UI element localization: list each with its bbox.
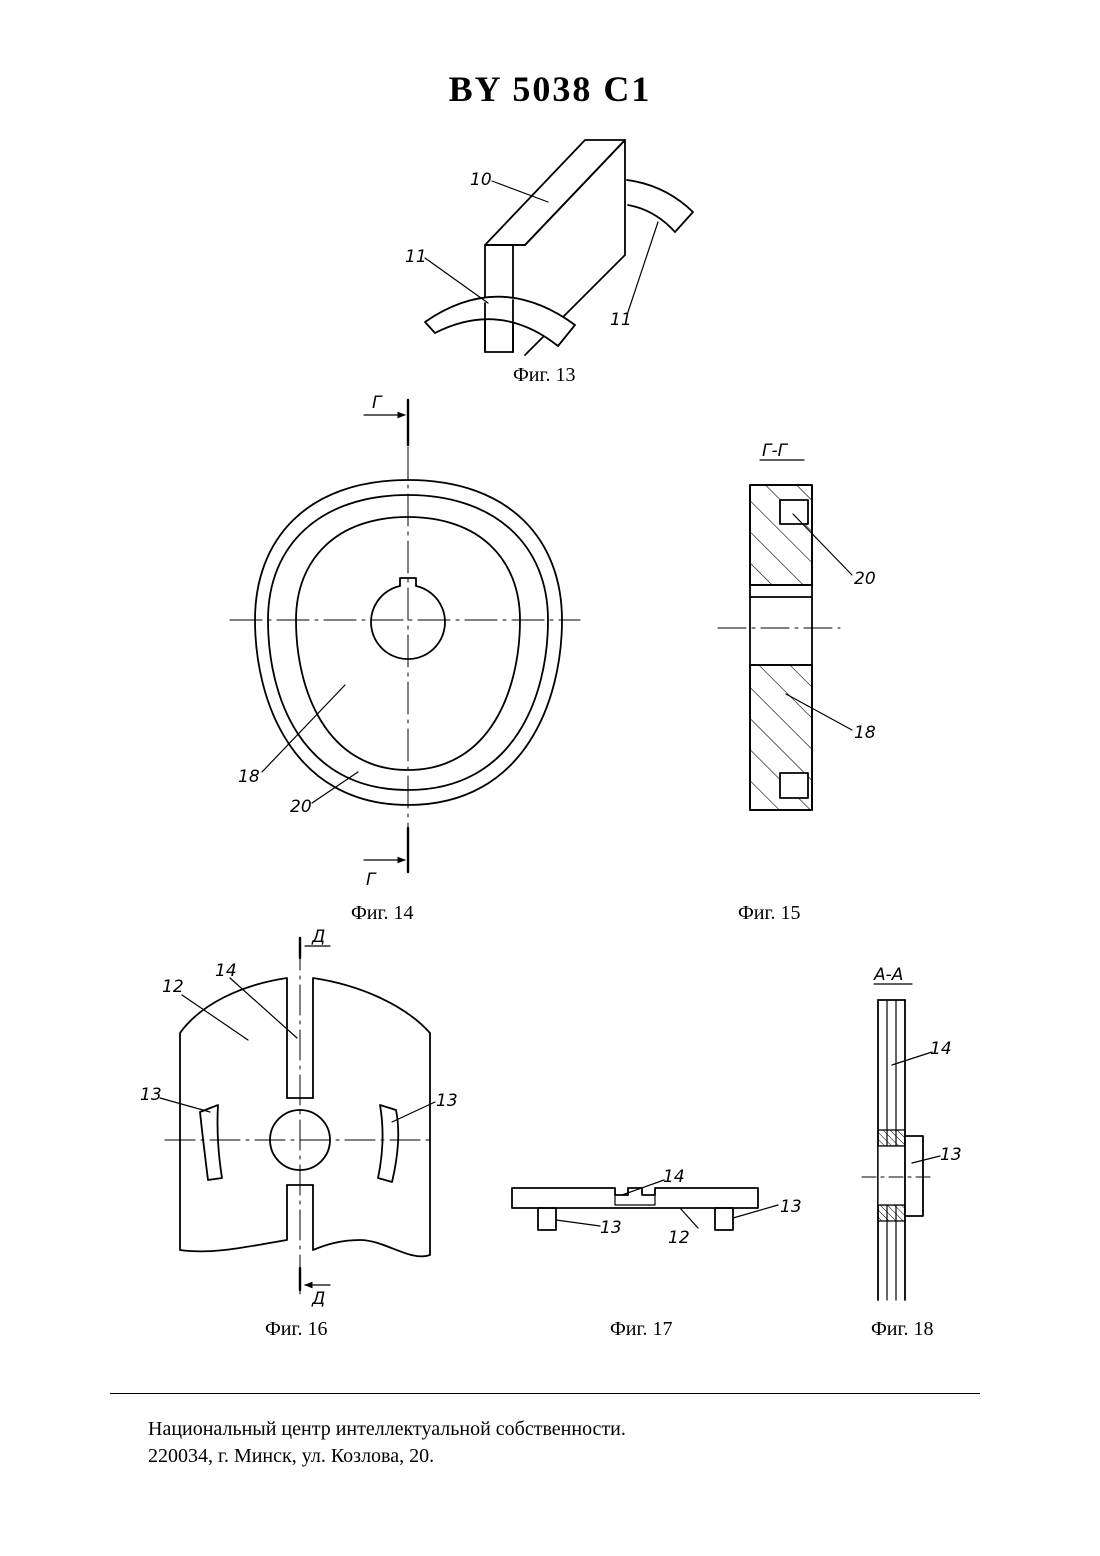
fig16-label-13a: 13 [140, 1085, 162, 1105]
fig18-label-14: 14 [930, 1039, 952, 1059]
fig16-drawing [160, 938, 435, 1300]
footer-line-2: 220034, г. Минск, ул. Козлова, 20. [148, 1443, 626, 1470]
footer: Национальный центр интеллектуальной собс… [148, 1416, 626, 1470]
fig14-section-bottom: Г [366, 870, 377, 890]
footer-line-1: Национальный центр интеллектуальной собс… [148, 1416, 626, 1443]
fig14-drawing [230, 400, 580, 872]
fig18-label-13: 13 [940, 1145, 962, 1165]
fig16-section-bottom: Д [311, 1289, 325, 1309]
fig15-section-label: Г-Г [762, 441, 789, 461]
fig16-section-top: Д [311, 927, 325, 947]
fig16-label-12: 12 [162, 977, 184, 997]
fig13-label-11a: 11 [405, 247, 427, 267]
fig16-caption: Фиг. 16 [265, 1318, 327, 1341]
fig15-label-20: 20 [854, 569, 876, 589]
fig17-caption: Фиг. 17 [610, 1318, 672, 1341]
fig14-label-18: 18 [238, 767, 260, 787]
fig13-label-10: 10 [470, 170, 492, 190]
fig15-drawing [718, 460, 852, 810]
fig18-drawing [862, 984, 940, 1300]
fig13-caption: Фиг. 13 [513, 364, 575, 387]
fig17-label-13a: 13 [600, 1218, 622, 1238]
fig18-caption: Фиг. 18 [871, 1318, 933, 1341]
fig17-label-12: 12 [668, 1228, 690, 1248]
fig14-section-top: Г [372, 393, 383, 413]
fig17-label-13b: 13 [780, 1197, 802, 1217]
fig14-caption: Фиг. 14 [351, 902, 413, 925]
fig13-drawing [425, 140, 693, 355]
fig17-label-14: 14 [663, 1167, 685, 1187]
fig16-label-14: 14 [215, 961, 237, 981]
fig16-label-13b: 13 [436, 1091, 458, 1111]
fig15-caption: Фиг. 15 [738, 902, 800, 925]
fig14-label-20: 20 [290, 797, 312, 817]
fig15-label-18: 18 [854, 723, 876, 743]
fig18-section-label: А-А [873, 965, 903, 985]
footer-divider [110, 1393, 980, 1394]
fig13-label-11b: 11 [610, 310, 632, 330]
fig17-drawing [512, 1180, 778, 1230]
